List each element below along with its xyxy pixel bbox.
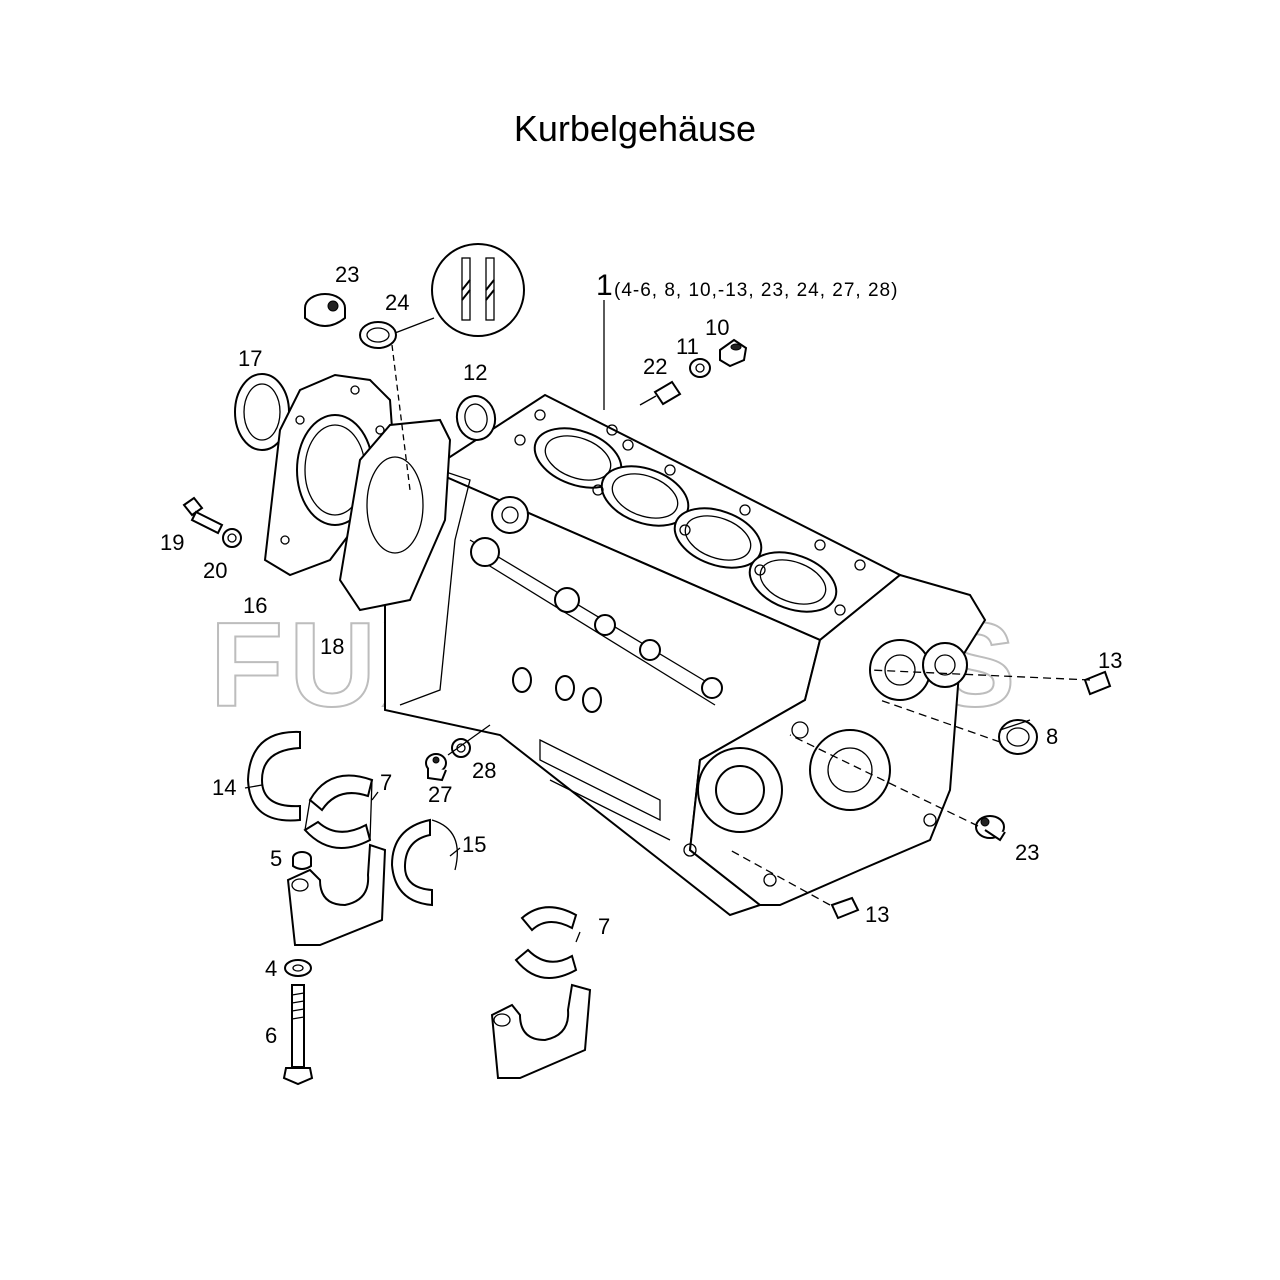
washer-4: [284, 959, 312, 977]
washer-28: [451, 738, 471, 758]
bearing-cap-left: [286, 843, 387, 946]
diagram-title: Kurbelgehäuse: [513, 108, 757, 149]
label-11: 11: [676, 334, 699, 359]
label-20: 20: [203, 558, 227, 583]
label-17: 17: [238, 346, 262, 371]
label-7-lower: 7: [598, 914, 610, 939]
label-19: 19: [160, 530, 184, 555]
label-18: 18: [320, 634, 344, 659]
label-8: 8: [1046, 724, 1058, 749]
bearing-shell-7-lower: [514, 906, 578, 979]
thrust-ring-14: [246, 730, 301, 822]
bushing-8: [998, 719, 1038, 755]
bearing-cap-right: [490, 983, 592, 1079]
label-5: 5: [270, 846, 282, 871]
rear-seal-housing: [234, 373, 397, 577]
label-1: 1: [596, 269, 613, 302]
label-12: 12: [463, 360, 487, 385]
label-6: 6: [265, 1023, 277, 1048]
leader-lines: [244, 300, 1091, 943]
bearing-shell-7-upper: [303, 774, 374, 849]
label-24: 24: [385, 290, 409, 315]
washer-11: [689, 358, 711, 378]
ring-24: [359, 321, 397, 349]
label-23-right: 23: [1015, 840, 1039, 865]
plug-10: [719, 338, 748, 368]
label-28: 28: [472, 758, 496, 783]
label-22: 22: [643, 354, 667, 379]
pin-13-bottom: [830, 896, 860, 920]
thrust-ring-15: [390, 818, 458, 907]
pin-22: [639, 380, 682, 406]
label-27: 27: [428, 782, 452, 807]
label-14: 14: [212, 775, 236, 800]
label-13-bottom: 13: [865, 902, 889, 927]
rear-gasket: [338, 418, 452, 612]
plug-27: [425, 753, 447, 782]
label-15: 15: [462, 832, 486, 857]
dowel-5: [292, 851, 312, 870]
label-23-top: 23: [335, 262, 359, 287]
detail-view-circle: [394, 243, 525, 337]
label-16: 16: [243, 593, 267, 618]
washer-20: [222, 528, 242, 548]
plug-23-right: [975, 815, 1006, 842]
label-13-right: 13: [1098, 648, 1122, 673]
pin-13-right: [1083, 670, 1112, 696]
label-10: 10: [705, 315, 729, 340]
label-4: 4: [265, 956, 277, 981]
part-labels: 1 (4-6, 8, 10,-13, 23, 24, 27, 28) 23 24…: [160, 262, 1122, 1048]
label-1-note: (4-6, 8, 10,-13, 23, 24, 27, 28): [614, 280, 898, 301]
bolt-6: [282, 984, 314, 1086]
bolt-19: [182, 496, 224, 535]
plug-23-top: [304, 293, 346, 327]
seal-12: [455, 395, 497, 441]
label-7-upper: 7: [380, 770, 392, 795]
